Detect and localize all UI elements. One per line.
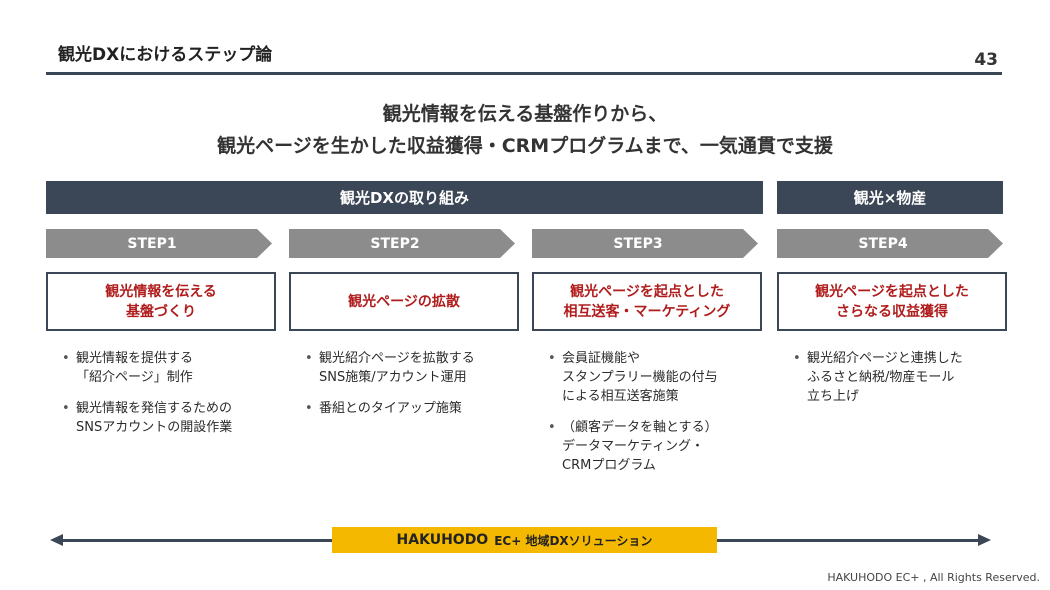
step4-bullets: 観光紹介ページと連携した ふるさと納税/物産モール 立ち上げ bbox=[791, 349, 1011, 418]
list-item-line: 観光情報を発信するための bbox=[76, 401, 233, 416]
step2-bullets: 観光紹介ページを拡散する SNS施策/アカウント運用 番組とのタイアップ施策 bbox=[303, 349, 523, 430]
list-item: 観光情報を発信するための SNSアカウントの開設作業 bbox=[60, 399, 280, 437]
list-item-line: （顧客データを軸とする） bbox=[562, 420, 718, 435]
step3-arrow: STEP3 bbox=[532, 229, 758, 258]
list-item-line: データマーケティング・ bbox=[562, 439, 704, 454]
step2-box-line: 観光ページの拡散 bbox=[348, 293, 460, 310]
list-item-line: ふるさと納税/物産モール bbox=[807, 370, 955, 385]
step1-box-line: 基盤づくり bbox=[126, 303, 196, 320]
list-item-line: SNSアカウントの開設作業 bbox=[76, 420, 233, 435]
step1-arrow: STEP1 bbox=[46, 229, 272, 258]
list-item-line: 観光情報を提供する bbox=[76, 351, 194, 366]
step2-box: 観光ページの拡散 bbox=[289, 272, 519, 331]
step4-box: 観光ページを起点とした さらなる収益獲得 bbox=[777, 272, 1007, 331]
solution-name: EC+ 地域DXソリューション bbox=[494, 533, 653, 548]
list-item: 番組とのタイアップ施策 bbox=[303, 399, 523, 418]
headline: 観光情報を伝える基盤作りから、 観光ページを生かした収益獲得・CRMプログラムま… bbox=[0, 98, 1050, 162]
list-item-line: 番組とのタイアップ施策 bbox=[319, 401, 462, 416]
list-item-line: CRMプログラム bbox=[562, 458, 656, 473]
band-tourism-products: 観光×物産 bbox=[777, 181, 1003, 214]
list-item-line: 観光紹介ページを拡散する bbox=[319, 351, 475, 366]
list-item: 観光紹介ページと連携した ふるさと納税/物産モール 立ち上げ bbox=[791, 349, 1011, 406]
header-rule bbox=[46, 72, 1002, 75]
headline-line-1: 観光情報を伝える基盤作りから、 bbox=[382, 103, 668, 125]
list-item: 観光紹介ページを拡散する SNS施策/アカウント運用 bbox=[303, 349, 523, 387]
list-item-line: SNS施策/アカウント運用 bbox=[319, 370, 467, 385]
list-item: （顧客データを軸とする） データマーケティング・ CRMプログラム bbox=[546, 418, 771, 475]
copyright: HAKUHODO EC+ , All Rights Reserved. bbox=[827, 571, 1040, 584]
step4-arrow: STEP4 bbox=[777, 229, 1003, 258]
step3-box-line: 相互送客・マーケティング bbox=[563, 303, 731, 320]
solution-brand: HAKUHODO bbox=[396, 532, 489, 548]
slide-title: 観光DXにおけるステップ論 bbox=[58, 45, 273, 65]
step1-box-line: 観光情報を伝える bbox=[105, 283, 217, 300]
list-item: 会員証機能や スタンプラリー機能の付与 による相互送客施策 bbox=[546, 349, 771, 406]
list-item-line: による相互送客施策 bbox=[562, 389, 679, 404]
step2-arrow: STEP2 bbox=[289, 229, 515, 258]
list-item-line: 「紹介ページ」制作 bbox=[76, 370, 193, 385]
step4-box-line: 観光ページを起点とした bbox=[815, 283, 969, 300]
page-number: 43 bbox=[974, 50, 998, 70]
step4-box-line: さらなる収益獲得 bbox=[836, 303, 948, 320]
step1-box: 観光情報を伝える 基盤づくり bbox=[46, 272, 276, 331]
arrow-left-icon bbox=[50, 534, 63, 546]
band-dx-initiatives: 観光DXの取り組み bbox=[46, 181, 763, 214]
list-item-line: 立ち上げ bbox=[807, 389, 860, 404]
step3-bullets: 会員証機能や スタンプラリー機能の付与 による相互送客施策 （顧客データを軸とす… bbox=[546, 349, 771, 487]
list-item-line: 観光紹介ページと連携した bbox=[807, 351, 963, 366]
step3-box: 観光ページを起点とした 相互送客・マーケティング bbox=[532, 272, 762, 331]
arrow-right-icon bbox=[978, 534, 991, 546]
solution-label: HAKUHODO EC+ 地域DXソリューション bbox=[332, 527, 717, 553]
step3-box-line: 観光ページを起点とした bbox=[570, 283, 724, 300]
list-item-line: スタンプラリー機能の付与 bbox=[562, 370, 718, 385]
list-item: 観光情報を提供する 「紹介ページ」制作 bbox=[60, 349, 280, 387]
headline-line-2: 観光ページを生かした収益獲得・CRMプログラムまで、一気通貫で支援 bbox=[217, 135, 833, 157]
step1-bullets: 観光情報を提供する 「紹介ページ」制作 観光情報を発信するための SNSアカウン… bbox=[60, 349, 280, 449]
list-item-line: 会員証機能や bbox=[562, 351, 641, 366]
